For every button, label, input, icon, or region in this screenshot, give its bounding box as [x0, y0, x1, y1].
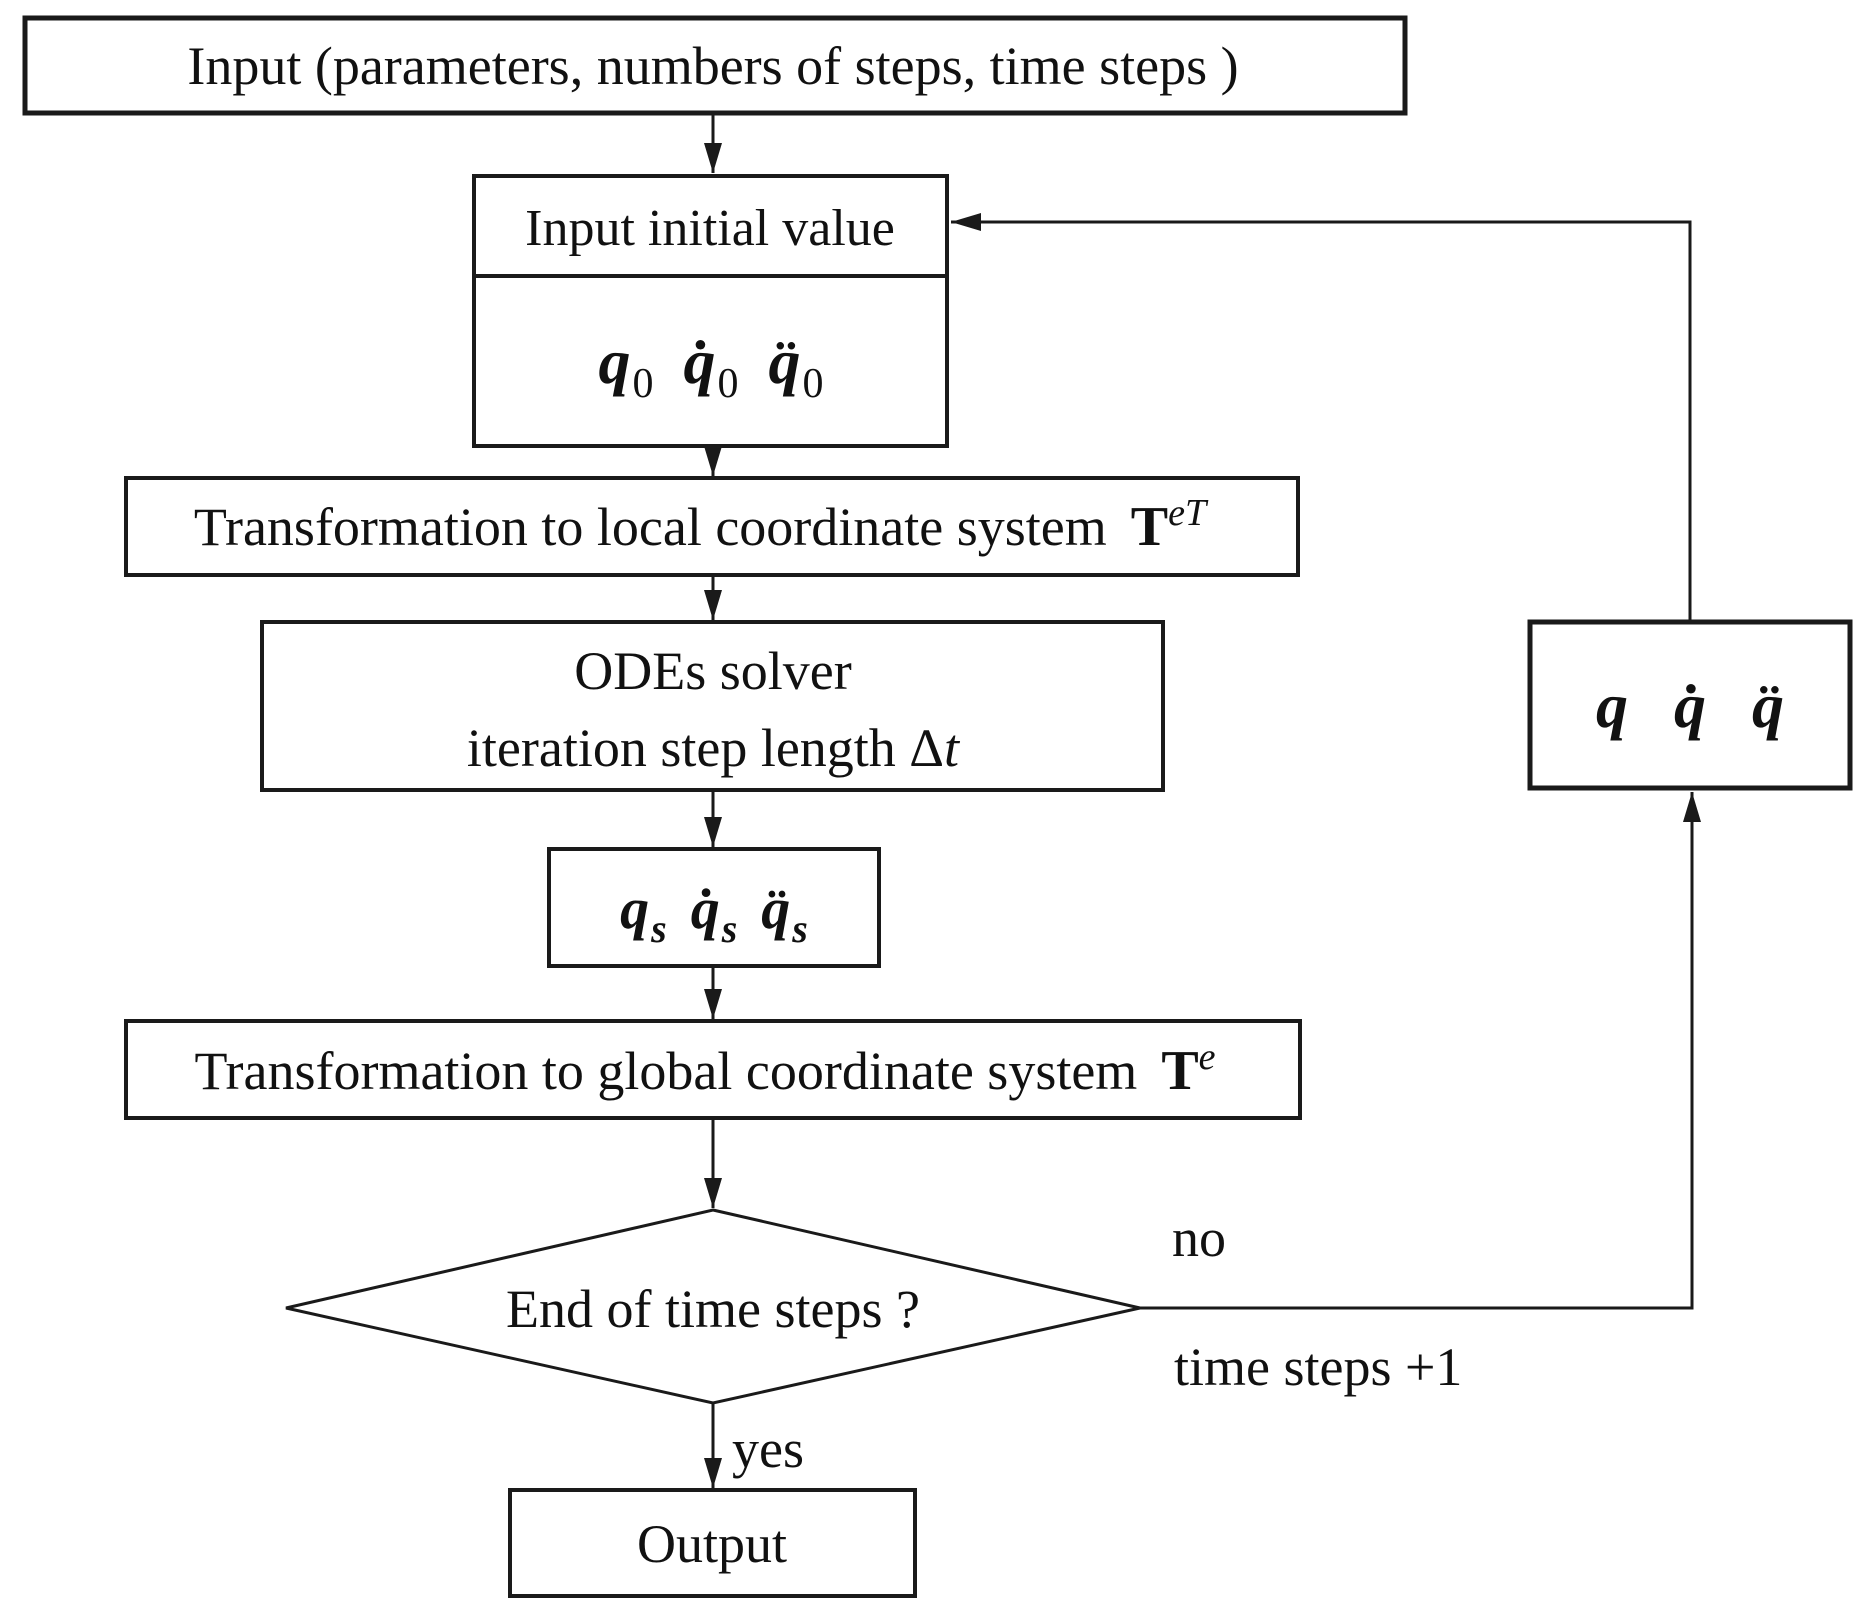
- node-global-transform: [124, 1019, 1302, 1120]
- node-decision-end-of-time-steps: [285, 1208, 1141, 1405]
- node-input-initial-value-title: Input initial value: [525, 200, 895, 257]
- node-input-initial-value: [472, 174, 949, 448]
- node-decision-label: End of time steps ?: [506, 1279, 920, 1339]
- node-global-transform-label: Transformation to global coordinate syst…: [194, 1036, 1215, 1102]
- edge-decision-no-to-qbox-arrow: [1140, 792, 1701, 1310]
- node-odes-solver-line2: iteration step length Δt: [467, 718, 961, 778]
- node-local-transform-label: Transformation to local coordinate syste…: [194, 492, 1209, 558]
- node-output-label: Output: [637, 1514, 787, 1574]
- edge-label-no: no: [1172, 1208, 1226, 1268]
- node-q-feedback-values: [1527, 619, 1853, 791]
- edge-label-time-steps-increment: time steps +1: [1174, 1337, 1462, 1397]
- node-odes-solver-line1: ODEs solver: [574, 641, 851, 701]
- node-odes-solver: [260, 620, 1165, 792]
- node-input-parameters-label: Input (parameters, numbers of steps, tim…: [187, 36, 1238, 96]
- edge-label-yes: yes: [732, 1419, 804, 1479]
- node-output: [508, 1488, 917, 1598]
- node-input-parameters: [22, 15, 1408, 116]
- edge-qbox-to-initial-arrow: [951, 213, 1692, 622]
- node-local-transform: [124, 476, 1300, 577]
- node-qs-values: [547, 847, 881, 968]
